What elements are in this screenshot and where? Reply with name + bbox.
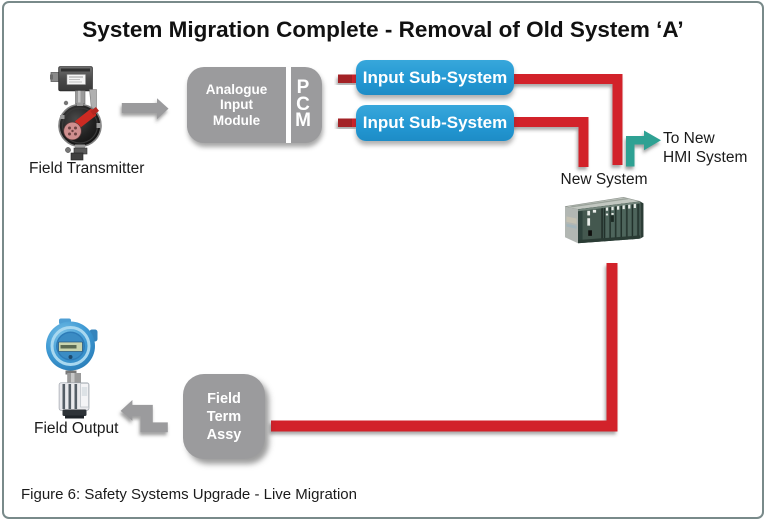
- analogue-input-module-box: Analogue Input Module P C M: [187, 67, 322, 143]
- flow-arrow-step-left-icon: [120, 400, 168, 433]
- input-subsystem-2-box: Input Sub-System: [356, 105, 514, 141]
- to-new-hmi-label: To New HMI System: [663, 130, 747, 167]
- field-transmitter-label: Field Transmitter: [29, 160, 145, 177]
- hmi-arrow-icon: [626, 130, 661, 167]
- red-stub-subsystem1: [338, 74, 358, 83]
- pcm-letter-p: P: [296, 77, 310, 99]
- red-stub-subsystem1-dark: [338, 74, 352, 83]
- input-subsystem-1-box: Input Sub-System: [356, 60, 514, 95]
- aim-line-1: Analogue: [205, 81, 268, 97]
- aim-line-2: Input: [220, 97, 253, 113]
- fta-line-3: Assy: [206, 426, 242, 443]
- figure-caption: Figure 6: Safety Systems Upgrade - Live …: [21, 486, 357, 503]
- red-line-new-system-to-field-term: [271, 263, 618, 432]
- analogue-input-module-label: Analogue Input Module: [187, 67, 286, 143]
- new-system-image: [564, 196, 644, 244]
- field-output-image: [46, 318, 98, 419]
- field-output-label: Field Output: [34, 420, 119, 437]
- input-subsystem-1-label: Input Sub-System: [362, 67, 508, 87]
- diagram-title: System Migration Complete - Removal of O…: [82, 17, 684, 42]
- pcm-label: P C M: [289, 67, 317, 143]
- field-transmitter-image: [50, 66, 102, 161]
- flow-arrow-right-icon: [121, 98, 169, 120]
- hmi-line-1: To New: [663, 130, 715, 147]
- fta-line-2: Term: [206, 408, 242, 425]
- new-system-label: New System: [560, 171, 648, 188]
- red-stub-subsystem2-dark: [338, 118, 352, 127]
- pcm-letter-c: C: [296, 93, 310, 115]
- pcm-letter-m: M: [295, 110, 311, 132]
- red-stub-subsystem2: [338, 118, 358, 127]
- field-term-assy-box: Field Term Assy: [183, 374, 265, 459]
- input-subsystem-2-label: Input Sub-System: [362, 113, 508, 132]
- aim-line-3: Module: [212, 112, 261, 128]
- hmi-line-2: HMI System: [663, 148, 748, 166]
- aim-pcm-divider: [286, 67, 291, 143]
- fta-line-1: Field: [207, 390, 241, 407]
